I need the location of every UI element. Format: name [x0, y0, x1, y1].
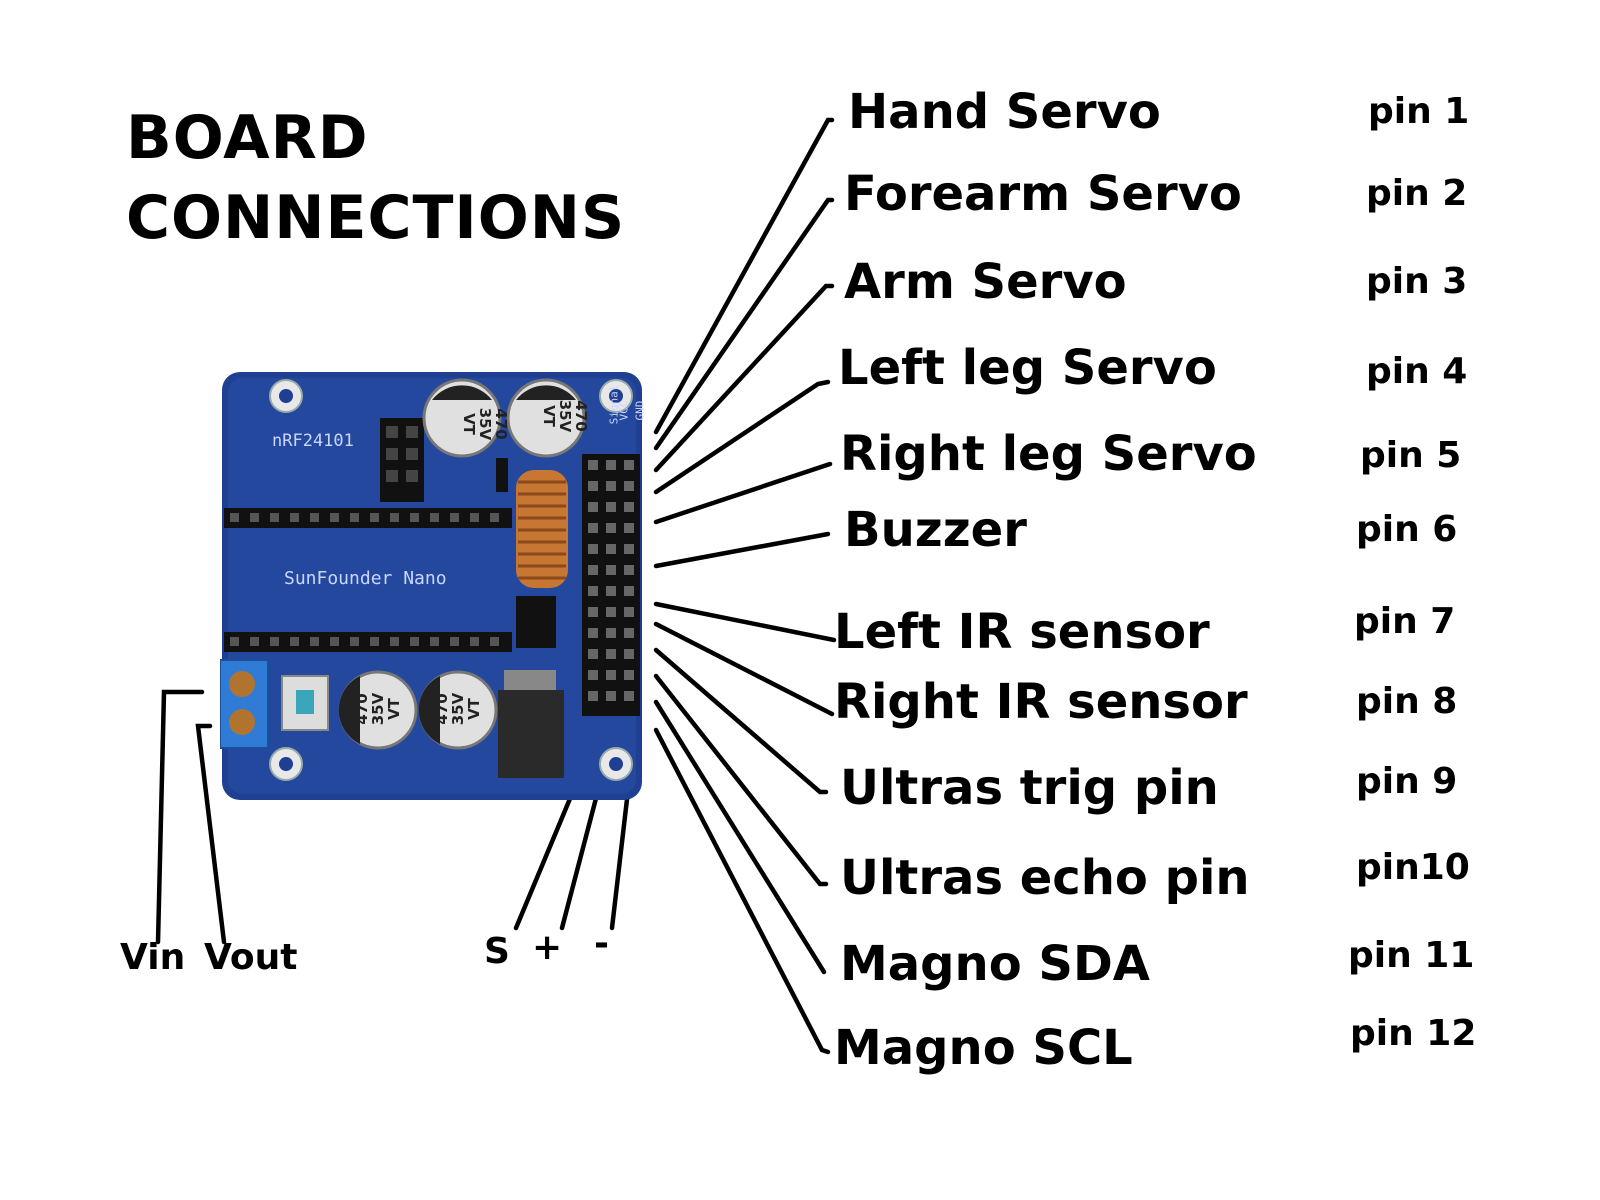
leader-ultras-trig [653, 647, 829, 795]
voltage-regulator [498, 670, 564, 778]
pin-label-3: pin 3 [1366, 261, 1468, 302]
cap-voltage: 35V [369, 692, 387, 726]
capacitor-bottom-left [338, 670, 418, 750]
label-signal-pin: S [484, 931, 510, 972]
label-magno-scl: Magno SCL [834, 1020, 1133, 1076]
label-left-leg-servo: Left leg Servo [838, 340, 1217, 396]
capacitor-text-top-left: 470 35V VT [460, 379, 510, 469]
pin-label-8: pin 8 [1356, 681, 1458, 722]
label-forearm-servo: Forearm Servo [844, 166, 1242, 222]
cap-series: VT [385, 698, 403, 720]
capacitor-text-top-right: 470 35V VT [540, 371, 590, 461]
label-arm-servo: Arm Servo [844, 254, 1127, 310]
leader-magno-sda [653, 699, 827, 975]
cap-voltage: 35V [449, 692, 467, 726]
controller-label: SunFounder Nano [284, 568, 447, 589]
leader-forearm-servo [653, 197, 835, 451]
label-magno-sda: Magno SDA [840, 936, 1150, 992]
pin-label-4: pin 4 [1366, 351, 1468, 392]
title-line-1: BOARD [126, 103, 369, 173]
leader-left-leg-servo [653, 379, 831, 495]
module-label: nRF24101 [272, 431, 354, 451]
leader-right-ir [653, 621, 835, 717]
cap-value: 470 [492, 408, 510, 440]
capacitor-text-bottom-left: 470 35V VT [353, 664, 403, 754]
capacitor-text-bottom-right: 470 35V VT [433, 664, 483, 754]
header-label-gnd: GND [633, 400, 647, 421]
capacitor-bottom-right [418, 670, 498, 750]
leader-ultras-echo [653, 673, 829, 887]
label-ultras-echo-pin: Ultras echo pin [840, 850, 1250, 906]
header-label-vcc: VCC [617, 400, 631, 421]
capacitor-top-left [422, 378, 502, 458]
leader-magno-scl [653, 727, 831, 1055]
cap-value: 470 [572, 400, 590, 432]
sunfounder-nano-shield-board: nRF24101 SunFounder Nano [220, 372, 642, 800]
leader-left-ir [653, 601, 837, 643]
cap-value: 470 [433, 693, 451, 725]
label-vout: Vout [204, 937, 298, 978]
label-plus-pin: + [532, 927, 563, 968]
cap-series: VT [540, 405, 558, 427]
label-right-leg-servo: Right leg Servo [840, 426, 1257, 482]
cap-series: VT [465, 698, 483, 720]
pin-label-9: pin 9 [1356, 761, 1458, 802]
pin-label-12: pin 12 [1350, 1013, 1477, 1054]
leader-arm-servo [653, 283, 835, 473]
pin-label-1: pin 1 [1368, 91, 1470, 132]
pin-label-11: pin 11 [1348, 935, 1475, 976]
leader-vout [195, 723, 227, 945]
leader-vin [155, 689, 205, 945]
label-minus-pin: - [594, 923, 609, 964]
cap-series: VT [460, 413, 478, 435]
pin-label-6: pin 6 [1356, 509, 1458, 550]
pin-label-2: pin 2 [1366, 173, 1468, 214]
leader-right-leg-servo [653, 461, 833, 525]
label-right-ir-sensor: Right IR sensor [834, 674, 1248, 730]
servo-header-block [582, 454, 640, 716]
capacitor-top-right [506, 378, 586, 458]
title-line-2: CONNECTIONS [126, 183, 626, 253]
nano-header-top [224, 508, 512, 528]
leader-buzzer [653, 531, 831, 569]
nano-header-bottom [224, 632, 512, 652]
leader-hand-servo [653, 117, 835, 435]
pin-label-10: pin10 [1356, 847, 1470, 888]
pin-label-7: pin 7 [1354, 601, 1456, 642]
pin-label-5: pin 5 [1360, 435, 1462, 476]
page-title: BOARD CONNECTIONS [126, 98, 625, 258]
label-vin: Vin [120, 937, 186, 978]
label-buzzer: Buzzer [844, 502, 1027, 558]
label-hand-servo: Hand Servo [848, 84, 1161, 140]
cap-value: 470 [353, 693, 371, 725]
cap-voltage: 35V [476, 407, 494, 441]
label-left-ir-sensor: Left IR sensor [834, 604, 1210, 660]
inductor-coil [516, 470, 568, 588]
power-terminal-block [220, 659, 269, 749]
cap-voltage: 35V [556, 399, 574, 433]
label-ultras-trig-pin: Ultras trig pin [840, 760, 1219, 816]
